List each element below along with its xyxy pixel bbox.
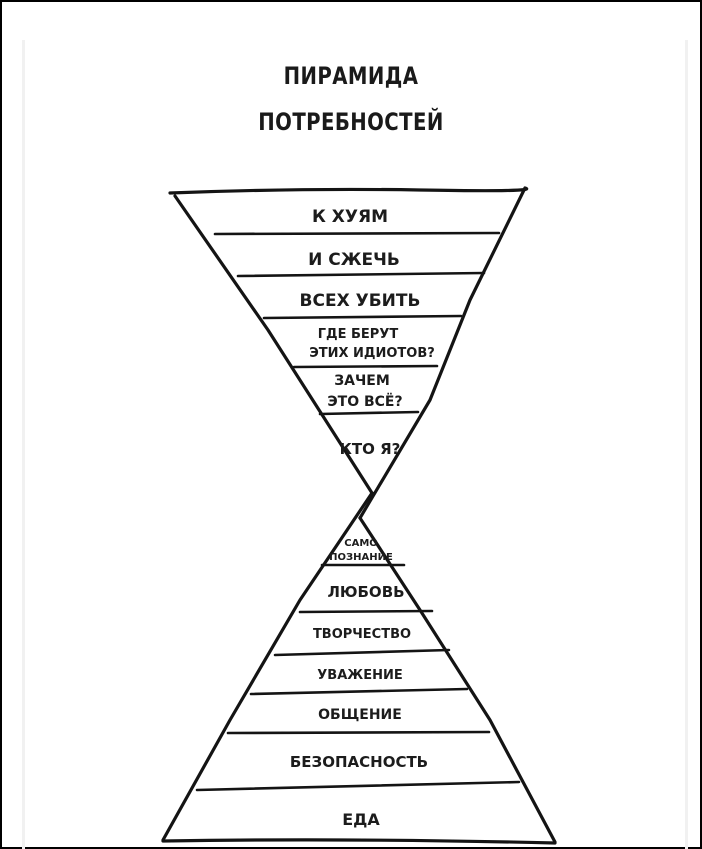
level-label: К ХУЯМ	[312, 207, 388, 227]
upright-pyramid: САМО ПОЗНАНИЕ ЛЮБОВЬ ТВОРЧЕСТВО УВАЖЕНИЕ…	[161, 491, 557, 845]
pyramid-base	[161, 838, 557, 845]
level-label: БЕЗОПАСНОСТЬ	[290, 753, 428, 771]
inverted-divider-2	[236, 271, 486, 278]
level-label: ЕДА	[342, 810, 380, 829]
level-label: УВАЖЕНИЕ	[317, 668, 402, 683]
inverted-pyramid: К ХУЯМ И СЖЕЧЬ ВСЕХ УБИТЬ ГДЕ БЕРУТ ЭТИХ…	[168, 186, 529, 520]
level-label: ВСЕХ УБИТЬ	[300, 291, 421, 311]
level-label: ЭТО ВСЁ?	[327, 393, 402, 410]
inverted-pyramid-left-edge	[173, 194, 374, 495]
pyramid-left-edge	[161, 491, 374, 842]
inverted-divider-4	[292, 364, 439, 369]
pyramid-divider-2	[298, 609, 434, 614]
paper-edge-left	[22, 40, 25, 849]
level-label: КТО Я?	[340, 440, 401, 458]
pyramid-divider-6	[195, 780, 521, 792]
pyramid-divider-5	[226, 730, 491, 735]
inverted-pyramid-right-edge	[358, 186, 527, 520]
inverted-pyramid-top-edge	[168, 186, 529, 195]
level-label: ЭТИХ ИДИОТОВ?	[309, 346, 435, 361]
level-label: ЛЮБОВЬ	[327, 583, 404, 601]
level-label: ГДЕ БЕРУТ	[318, 327, 399, 342]
pyramid-divider-4	[249, 687, 469, 696]
level-label: И СЖЕЧЬ	[308, 250, 400, 270]
title-line-1: ПИРАМИДА	[283, 62, 419, 90]
inverted-divider-3	[262, 314, 463, 320]
inverted-divider-1	[213, 231, 501, 236]
level-label: ЗАЧЕМ	[334, 373, 390, 389]
paper-edge-right	[685, 40, 688, 849]
level-label: САМО	[344, 538, 378, 549]
inverted-divider-5	[318, 410, 420, 416]
level-label: ТВОРЧЕСТВО	[313, 627, 411, 642]
level-label: ОБЩЕНИЕ	[318, 707, 402, 723]
title-line-2: ПОТРЕБНОСТЕЙ	[258, 108, 444, 136]
level-label: ПОЗНАНИЕ	[329, 552, 393, 563]
pyramid-divider-3	[273, 648, 451, 657]
